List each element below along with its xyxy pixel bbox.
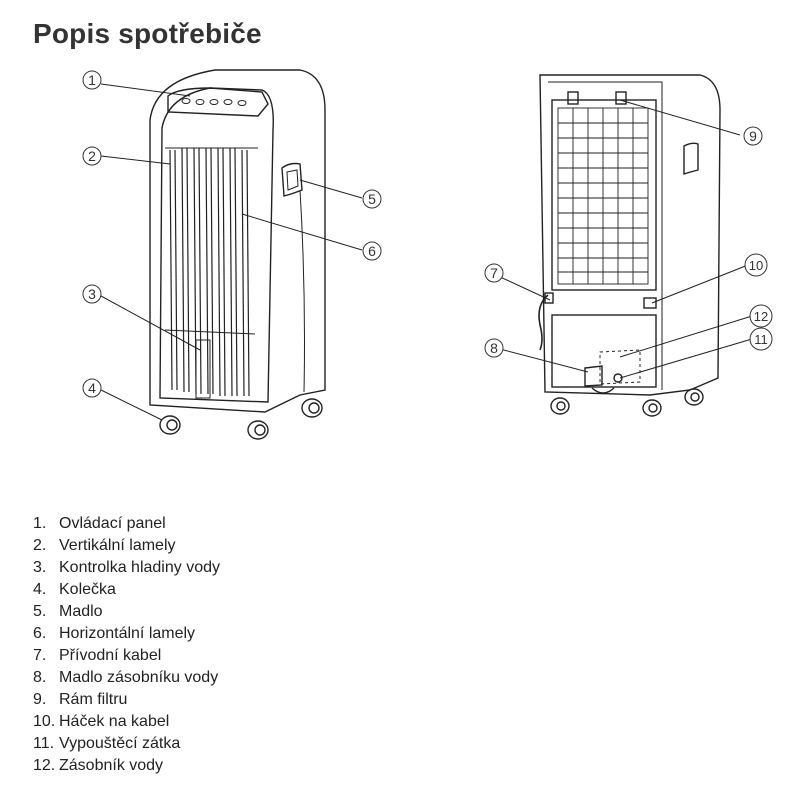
item-number: 10. (33, 713, 56, 730)
callout-label: 3 (88, 286, 96, 302)
item-number: 5. (33, 603, 47, 620)
back-view (538, 74, 721, 417)
callout-label: 11 (754, 332, 768, 347)
drain-plug (613, 373, 623, 383)
item-label: Rám filtru (59, 691, 128, 708)
power-cable (538, 294, 549, 351)
item-number: 2. (33, 537, 47, 554)
item-label: Přívodní kabel (59, 647, 162, 664)
side-handle (281, 162, 303, 197)
item-number: 8. (33, 669, 47, 686)
front-wheels (159, 398, 323, 440)
list-item: 6. Horizontální lamely (33, 623, 220, 645)
tank-handle (584, 365, 603, 387)
item-label: Zásobník vody (59, 757, 164, 774)
callout-9: 9 (743, 126, 763, 146)
list-item: 12.Zásobník vody (33, 755, 220, 777)
callout-7: 7 (484, 263, 504, 283)
callout-4: 4 (82, 378, 102, 398)
water-level-indicator (195, 339, 211, 399)
item-label: Vertikální lamely (59, 537, 176, 554)
callout-label: 9 (749, 128, 757, 144)
page-title: Popis spotřebiče (33, 18, 262, 49)
list-item: 11.Vypouštěcí zátka (33, 733, 220, 755)
list-item: 9. Rám filtru (33, 689, 220, 711)
filter-frame (551, 99, 657, 291)
item-label: Horizontální lamely (59, 625, 196, 642)
item-number: 6. (33, 625, 47, 642)
callout-2: 2 (82, 146, 102, 166)
callout-5: 5 (362, 189, 382, 209)
item-number: 3. (33, 559, 47, 576)
list-item: 4. Kolečka (33, 579, 220, 601)
callout-label: 5 (368, 191, 376, 207)
control-buttons (181, 98, 247, 106)
callout-label: 12 (754, 309, 768, 324)
callout-label: 1 (88, 72, 96, 88)
list-item: 8. Madlo zásobníku vody (33, 667, 220, 689)
callout-11: 11 (749, 327, 773, 351)
item-number: 1. (33, 515, 47, 532)
tank-outline-dashed (599, 349, 641, 385)
vertical-louvres (169, 147, 250, 397)
list-item: 7. Přívodní kabel (33, 645, 220, 667)
callout-12: 12 (749, 304, 773, 328)
callout-1: 1 (82, 70, 102, 90)
item-number: 11. (33, 735, 55, 752)
parts-list: 1. Ovládací panel 2. Vertikální lamely 3. K… (33, 513, 220, 777)
callout-3: 3 (82, 284, 102, 304)
callout-label: 6 (368, 243, 376, 259)
item-number: 7. (33, 647, 47, 664)
list-item: 5. Madlo (33, 601, 220, 623)
water-tank (551, 314, 657, 388)
filter-grid (557, 107, 649, 285)
item-label: Kolečka (59, 581, 116, 598)
item-number: 12. (33, 757, 56, 774)
item-label: Madlo zásobníku vody (59, 669, 219, 686)
item-label: Ovládací panel (59, 515, 166, 532)
item-label: Kontrolka hladiny vody (59, 559, 220, 576)
back-wheels (550, 388, 704, 417)
callout-label: 4 (88, 380, 96, 396)
item-number: 4. (33, 581, 47, 598)
callout-label: 2 (88, 148, 96, 164)
list-item: 1. Ovládací panel (33, 513, 220, 535)
callout-label: 7 (490, 265, 498, 281)
cable-hook (643, 297, 657, 309)
item-number: 9. (33, 691, 47, 708)
list-item: 3. Kontrolka hladiny vody (33, 557, 220, 579)
appliance-diagram: 1 2 3 4 5 6 7 8 9 10 12 11 (82, 69, 773, 440)
leader-lines (100, 83, 753, 421)
front-view (149, 69, 326, 440)
callout-6: 6 (362, 241, 382, 261)
callout-8: 8 (484, 338, 504, 358)
list-item: 10.Háček na kabel (33, 711, 220, 733)
list-item: 2. Vertikální lamely (33, 535, 220, 557)
item-label: Vypouštěcí zátka (59, 735, 181, 752)
item-label: Háček na kabel (59, 713, 170, 730)
callout-10: 10 (744, 253, 768, 277)
item-label: Madlo (59, 603, 103, 620)
callout-label: 10 (749, 258, 763, 273)
callout-label: 8 (490, 340, 498, 356)
